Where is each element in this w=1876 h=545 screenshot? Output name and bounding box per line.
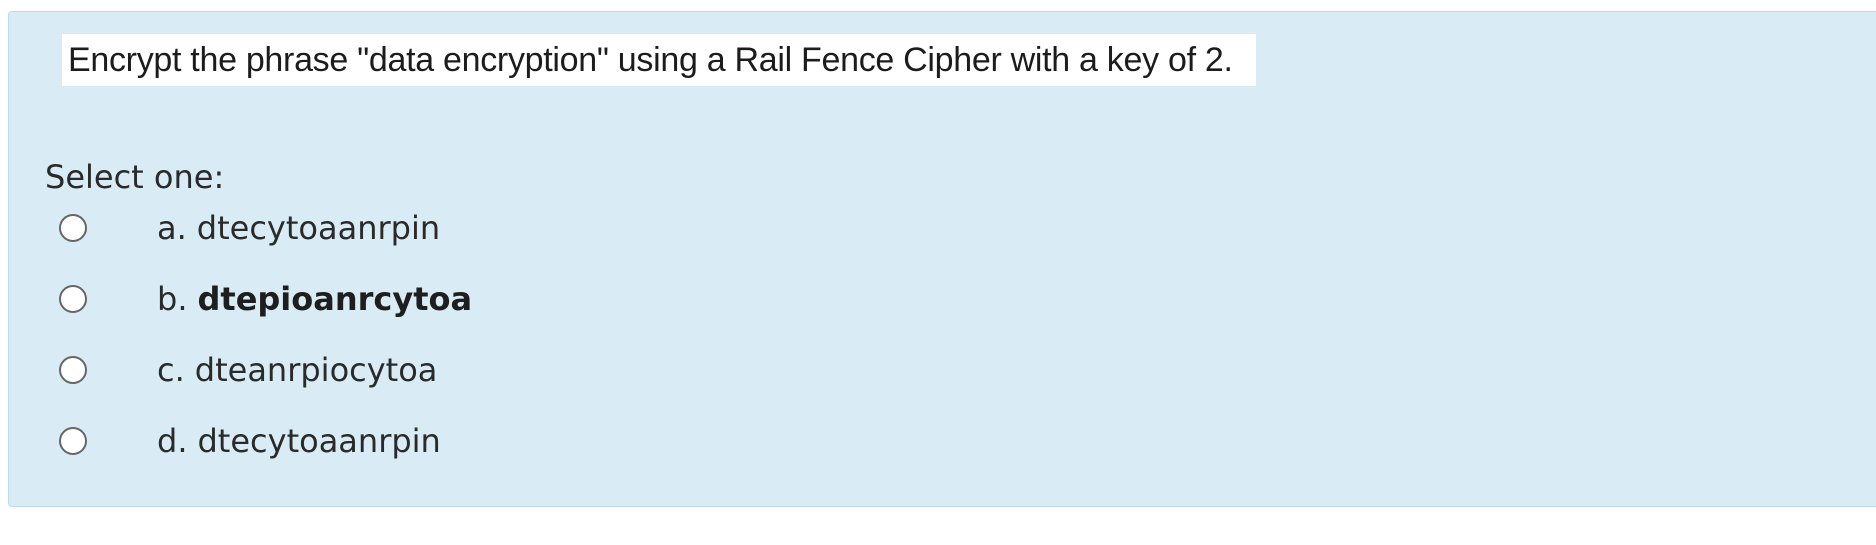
answer-label-b[interactable]: b.dtepioanrcytoa (157, 280, 472, 318)
answer-text-a: dtecytoaanrpin (196, 209, 441, 247)
answer-text-d: dtecytoaanrpin (197, 422, 441, 460)
answer-option-c[interactable]: c.dteanrpiocytoa (59, 346, 437, 394)
radio-button-a[interactable] (59, 214, 87, 242)
answer-letter-d: d. (157, 422, 188, 460)
answer-text-b: dtepioanrcytoa (197, 280, 473, 318)
question-prompt: Encrypt the phrase "data encryption" usi… (62, 34, 1256, 86)
question-prompt-text: Encrypt the phrase "data encryption" usi… (68, 40, 1233, 79)
answer-letter-a: a. (157, 209, 187, 247)
select-one-label: Select one: (45, 158, 225, 196)
answer-letter-c: c. (157, 351, 185, 389)
answer-label-a[interactable]: a.dtecytoaanrpin (157, 209, 440, 247)
radio-button-b[interactable] (59, 285, 87, 313)
answer-option-d[interactable]: d.dtecytoaanrpin (59, 417, 441, 465)
answer-letter-b: b. (157, 280, 188, 318)
question-panel: Encrypt the phrase "data encryption" usi… (8, 11, 1876, 507)
answer-option-a[interactable]: a.dtecytoaanrpin (59, 204, 440, 252)
answer-label-c[interactable]: c.dteanrpiocytoa (157, 351, 437, 389)
answer-text-c: dteanrpiocytoa (194, 351, 438, 389)
radio-button-c[interactable] (59, 356, 87, 384)
radio-button-d[interactable] (59, 427, 87, 455)
answer-option-b[interactable]: b.dtepioanrcytoa (59, 275, 472, 323)
answer-label-d[interactable]: d.dtecytoaanrpin (157, 422, 441, 460)
